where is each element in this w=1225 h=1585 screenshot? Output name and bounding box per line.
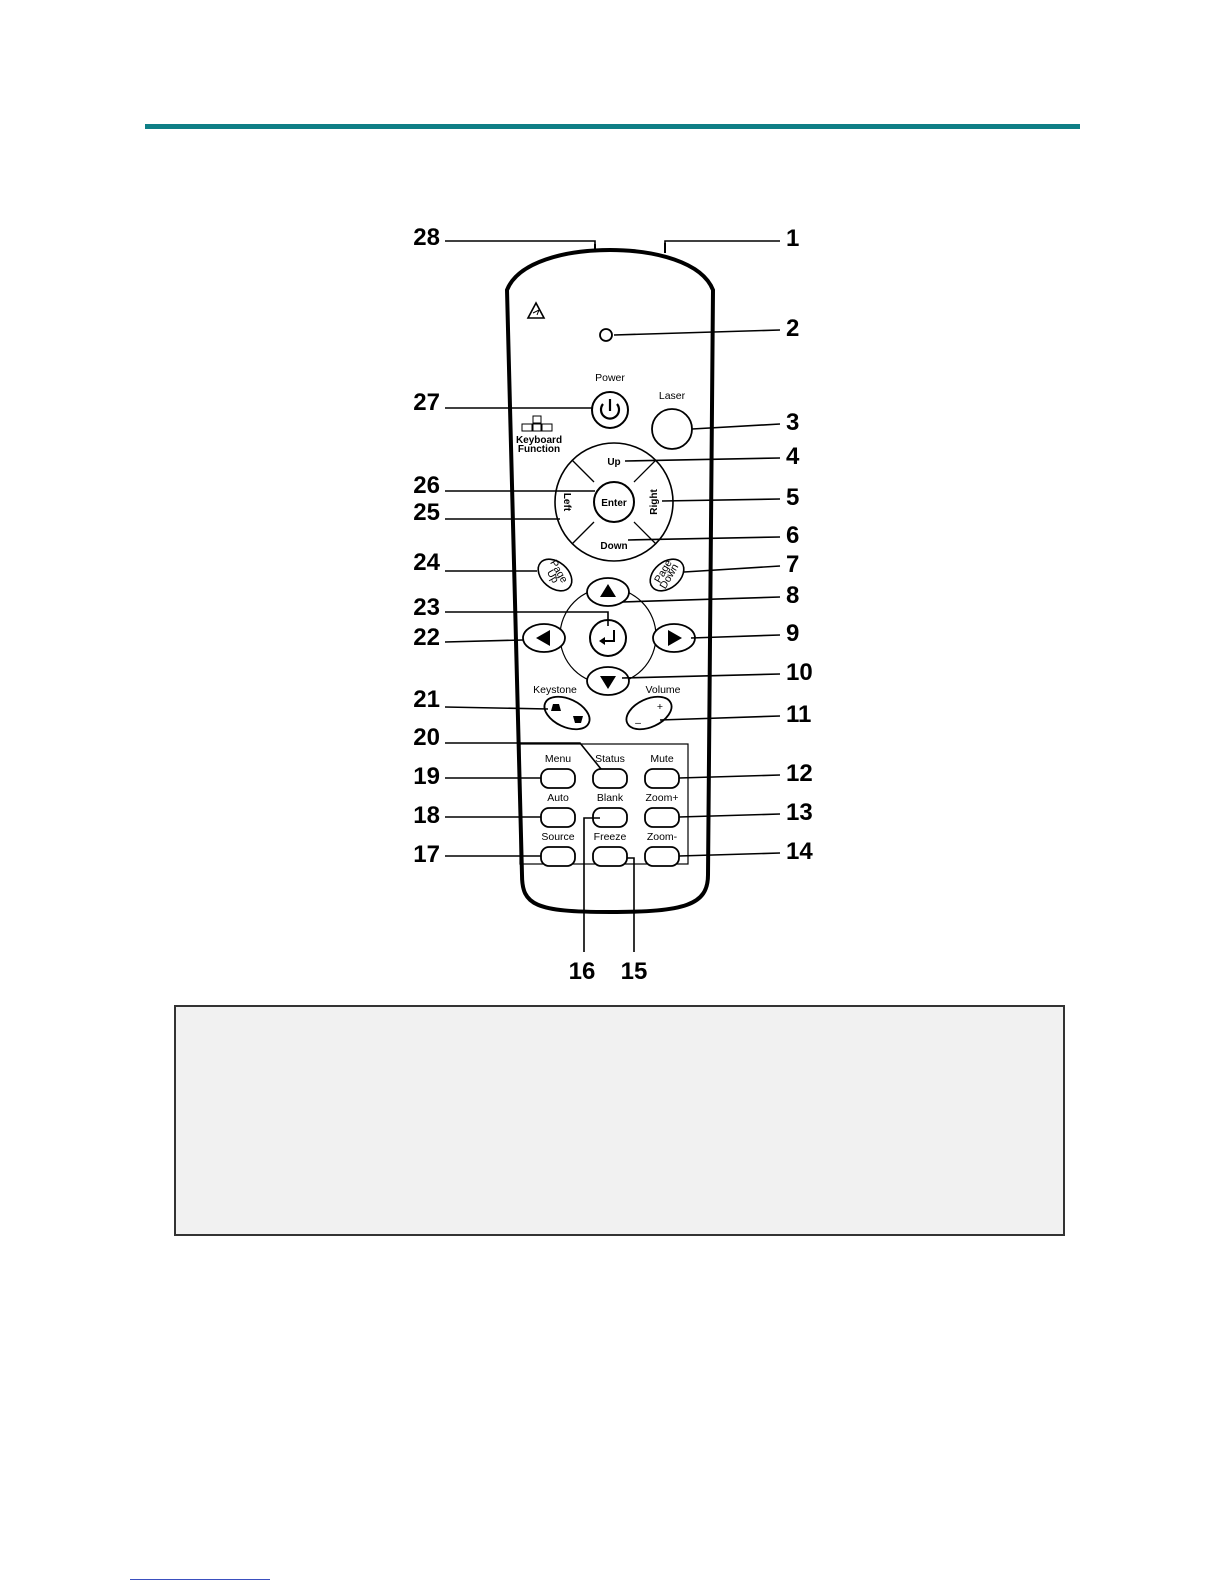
arrow-right-button[interactable] [653,624,695,652]
callout-20: 20 [413,724,440,751]
dpad-down-button[interactable]: Down [600,541,627,552]
mute-label: Mute [650,753,674,765]
menu-label: Menu [545,753,571,765]
callout-17: 17 [413,841,440,868]
callout-5: 5 [786,484,799,511]
source-label: Source [541,831,574,843]
dpad-up-button[interactable]: Up [607,457,620,468]
callout-14: 14 [786,838,813,865]
zoom-plus-button[interactable] [645,808,679,827]
callout-13: 13 [786,799,813,826]
callout-21: 21 [413,686,440,713]
blank-label: Blank [597,792,624,804]
arrow-left-button[interactable] [523,624,565,652]
status-label: Status [595,753,625,765]
callout-3: 3 [786,409,799,436]
leader-1 [665,241,780,244]
footer-link-rule [130,1579,270,1580]
auto-label: Auto [547,792,569,804]
enter-button[interactable]: Enter [594,482,634,522]
auto-button[interactable] [541,808,575,827]
keystone-label: Keystone [533,684,577,696]
zoom-minus-button[interactable] [645,847,679,866]
status-led [600,329,612,341]
callout-23: 23 [413,594,440,621]
power-label: Power [595,372,625,384]
callout-28: 28 [413,224,440,251]
freeze-button[interactable] [593,847,627,866]
callout-25: 25 [413,499,440,526]
callout-26: 26 [413,472,440,499]
zoom-minus-label: Zoom- [647,831,678,843]
callout-1: 1 [786,225,799,252]
callout-12: 12 [786,760,813,787]
remote-control-diagram: Power Laser Keyboard Function Up Down Le… [0,0,1225,1000]
volume-plus-label: + [657,701,663,713]
arrow-down-button[interactable] [587,667,629,695]
callout-27: 27 [413,389,440,416]
laser-label: Laser [659,390,686,402]
status-button[interactable] [593,769,627,788]
note-box [174,1005,1065,1236]
callout-8: 8 [786,582,799,609]
zoom-plus-label: Zoom+ [646,792,679,804]
callout-19: 19 [413,763,440,790]
callout-18: 18 [413,802,440,829]
menu-button[interactable] [541,769,575,788]
keyboard-function-label-2: Function [518,444,560,455]
callout-2: 2 [786,315,799,342]
laser-button[interactable] [652,409,692,449]
callout-16: 16 [569,958,596,985]
leader-28 [445,241,595,244]
volume-label: Volume [645,684,680,696]
source-button[interactable] [541,847,575,866]
dpad-left-button[interactable]: Left [561,493,572,512]
callout-22: 22 [413,624,440,651]
enter-label: Enter [601,498,627,509]
callout-24: 24 [413,549,440,576]
power-button[interactable] [592,392,628,428]
callout-6: 6 [786,522,799,549]
volume-minus-label: – [635,717,641,729]
callout-7: 7 [786,551,799,578]
callout-15: 15 [621,958,648,985]
dpad-right-button[interactable]: Right [649,489,660,515]
mute-button[interactable] [645,769,679,788]
callout-4: 4 [786,443,800,470]
callout-10: 10 [786,659,813,686]
callout-11: 11 [786,701,811,728]
callout-9: 9 [786,620,799,647]
leader-22 [445,640,523,642]
freeze-label: Freeze [594,831,627,843]
